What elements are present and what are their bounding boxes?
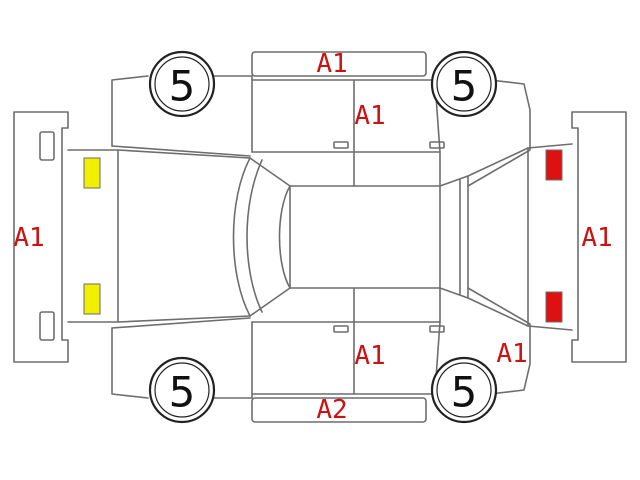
tire-front-right: 5 xyxy=(148,356,216,424)
tire-rear-left-rating: 5 xyxy=(451,62,478,111)
front-bumper xyxy=(13,111,69,363)
front-lamp-right-icon xyxy=(83,283,101,315)
rear-lamp-left-icon xyxy=(545,149,563,181)
tire-front-right-rating: 5 xyxy=(169,368,196,417)
damage-code-top-strip: A1 xyxy=(316,49,347,79)
tire-rear-left: 5 xyxy=(430,50,498,118)
damage-code-lower-rear-door: A1 xyxy=(354,341,385,371)
damage-code-rear-bumper: A1 xyxy=(581,223,612,253)
rear-bumper xyxy=(571,111,627,363)
front-lamp-left-icon xyxy=(83,157,101,189)
damage-code-lower-rear-quarter: A1 xyxy=(496,339,527,369)
damage-code-bottom-strip: A2 xyxy=(316,395,347,425)
bottom-side-strip xyxy=(251,397,427,423)
rear-lamp-right-icon xyxy=(545,291,563,323)
top-side-strip xyxy=(251,51,427,77)
top-view-body xyxy=(67,143,573,331)
damage-code-front-bumper: A1 xyxy=(13,223,44,253)
tire-front-left: 5 xyxy=(148,50,216,118)
tire-rear-right-rating: 5 xyxy=(451,368,478,417)
tire-front-left-rating: 5 xyxy=(169,62,196,111)
tire-rear-right: 5 xyxy=(430,356,498,424)
damage-code-upper-rear-door: A1 xyxy=(354,101,385,131)
